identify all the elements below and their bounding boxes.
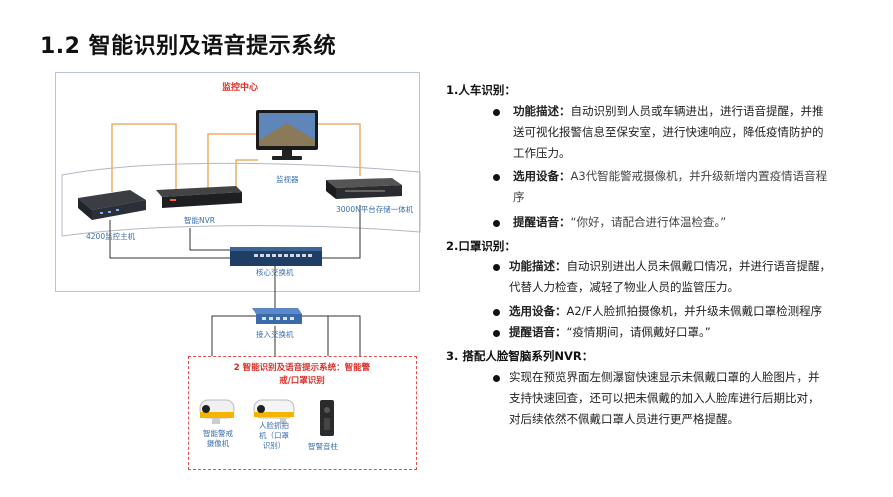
- section3-text: 实现在预览界面左侧瀑窗快速显示未佩戴口罩的人脸图片，并 支持快速回查，还可以把未…: [509, 370, 820, 426]
- access-switch-label: 接入交换机: [256, 330, 294, 339]
- host-icon: [78, 190, 146, 220]
- face-camera-label: 人脸抓拍机（口罩识别）: [259, 421, 289, 450]
- section1-device: 选用设备：A3代智能警戒摄像机，并升级新增内置疫情语音程 序: [513, 169, 828, 204]
- storage-label: 3000N平台存储一体机: [336, 205, 414, 214]
- section1-heading: 1.人车识别：: [446, 83, 516, 97]
- section2-voice: 提醒语音：“疫情期间，请佩戴好口罩。”: [509, 325, 711, 339]
- nvr-icon: [156, 186, 242, 208]
- monitor-icon: [256, 110, 318, 160]
- speaker-pillar-label: 智警音柱: [308, 442, 338, 451]
- section2-function: 功能描述：自动识别进出人员未佩戴口情况，并进行语音提醒， 代替人力检查，减轻了物…: [509, 259, 831, 294]
- nvr-label: 智能NVR: [184, 216, 215, 225]
- bullet: [493, 220, 500, 227]
- section1-function: 功能描述：自动识别到人员或车辆进出，进行语音提醒，并推 送可视化报警信息至保安室…: [513, 104, 824, 160]
- host-label: 4200监控主机: [86, 232, 136, 241]
- storage-icon: [326, 178, 402, 199]
- face-capture-camera-icon: [253, 399, 295, 424]
- page-title: 1.2 智能识别及语音提示系统: [40, 34, 337, 59]
- bullet: [493, 309, 500, 316]
- access-switch-icon: [252, 308, 302, 324]
- alert-camera-label: 智能警戒摄像机: [203, 429, 233, 448]
- speaker-pillar-icon: [320, 400, 334, 436]
- section1-voice: 提醒语音：“你好，请配合进行体温检查。”: [513, 215, 727, 229]
- bullet: [493, 264, 500, 271]
- bullet: [493, 375, 500, 382]
- section3-heading: 3. 搭配人脸智脑系列NVR：: [446, 349, 594, 363]
- lan-zone: [61, 162, 421, 237]
- ai-system-label: 2 智能识别及语音提示系统：智能警 戒/口罩识别: [233, 363, 371, 386]
- bullet: [493, 330, 500, 337]
- ai-devices: [199, 399, 334, 436]
- monitoring-center-label: 监控中心: [222, 83, 259, 93]
- bullet: [493, 109, 500, 116]
- core-switch-icon: [230, 247, 322, 266]
- network-diagram: 监控中心: [0, 0, 440, 497]
- section2-heading: 2.口罩识别：: [446, 239, 516, 253]
- section2-device: 选用设备：A2/F人脸抓拍摄像机，并升级未佩戴口罩检测程序: [509, 304, 823, 318]
- monitor-label: 监视器: [276, 175, 299, 184]
- core-switch-label: 核心交换机: [256, 268, 294, 277]
- alert-camera-icon: [199, 399, 235, 424]
- bullet: [493, 174, 500, 181]
- diagram-graphics: [61, 110, 421, 411]
- orange-cables: [111, 123, 361, 192]
